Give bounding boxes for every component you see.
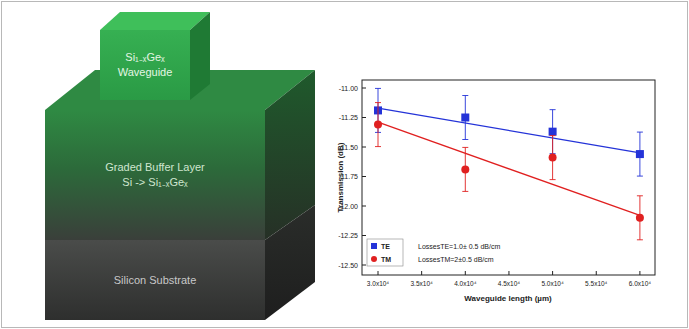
tick-label: 4.0x10⁴: [454, 280, 476, 287]
fit-line: [378, 108, 640, 153]
tick-label: 3.0x10⁴: [367, 280, 389, 287]
tick-label: -12.00: [338, 203, 358, 210]
substrate-side-face: [265, 205, 315, 320]
error-cap: [550, 179, 556, 180]
error-cap: [375, 88, 381, 89]
tick-label: 6.0x10⁴: [629, 280, 651, 287]
error-cap: [550, 135, 556, 136]
legend-swatch: [371, 243, 377, 249]
annotation: LossesTE=1.0± 0.5 dB/cm: [418, 243, 500, 250]
tick-mark: [596, 271, 597, 275]
error-cap: [462, 147, 468, 148]
tick-mark: [362, 265, 366, 266]
tick-mark: [362, 117, 366, 118]
data-point: [636, 214, 644, 222]
annotation: LossesTM=2±0.5 dB/cm: [418, 256, 494, 263]
error-cap: [637, 176, 643, 177]
layer-block: Si₁₋ₓGeₓ Waveguide: [100, 30, 190, 100]
tick-mark: [639, 271, 640, 275]
error-cap: [375, 102, 381, 103]
data-point: [374, 121, 382, 129]
error-cap: [462, 191, 468, 192]
data-point: [636, 150, 644, 158]
tick-label: 4.5x10⁴: [498, 280, 520, 287]
plot-frame: [362, 80, 655, 275]
tick-mark: [378, 271, 379, 275]
error-cap: [637, 195, 643, 196]
data-point: [549, 128, 557, 136]
waveguide-side-face: [190, 12, 210, 100]
tick-mark: [362, 235, 366, 236]
legend-box: [367, 239, 403, 266]
data-point: [549, 154, 557, 162]
tick-label: -12.50: [338, 262, 358, 269]
tick-mark: [421, 271, 422, 275]
layer-label: Si₁₋ₓGeₓ Waveguide: [104, 50, 186, 80]
fit-line: [378, 122, 640, 215]
data-point: [461, 114, 469, 122]
data-point: [461, 165, 469, 173]
tick-mark: [508, 271, 509, 275]
layer-block: Silicon Substrate: [45, 240, 265, 320]
axis-title: Waveguide length (µm): [464, 294, 551, 303]
tick-label: 3.5x10⁴: [410, 280, 432, 287]
tick-label: -11.00: [339, 85, 358, 92]
tick-mark: [552, 271, 553, 275]
tick-label: 5.5x10⁴: [585, 280, 607, 287]
layer-label: Silicon Substrate: [114, 273, 197, 288]
error-cap: [462, 139, 468, 140]
layer-block: Graded Buffer LayerSi -> Si₁₋ₓGeₓ: [45, 110, 265, 240]
tick-mark: [362, 88, 366, 89]
tick-label: -12.25: [338, 232, 358, 239]
error-cap: [637, 132, 643, 133]
legend-swatch: [371, 256, 377, 262]
tick-mark: [362, 206, 366, 207]
error-cap: [462, 95, 468, 96]
legend-label: TM: [381, 256, 391, 263]
error-cap: [550, 109, 556, 110]
tick-label: -11.75: [339, 173, 358, 180]
legend-label: TE: [381, 243, 390, 250]
tick-mark: [362, 176, 366, 177]
tick-label: 5.0x10⁴: [541, 280, 563, 287]
tick-label: -11.50: [339, 144, 358, 151]
tick-mark: [362, 147, 366, 148]
layer-label: Si -> Si₁₋ₓGeₓ: [122, 175, 187, 190]
error-cap: [637, 239, 643, 240]
error-cap: [375, 146, 381, 147]
layer-label: Graded Buffer Layer: [105, 160, 204, 175]
tick-label: -11.25: [339, 114, 358, 121]
tick-mark: [465, 271, 466, 275]
